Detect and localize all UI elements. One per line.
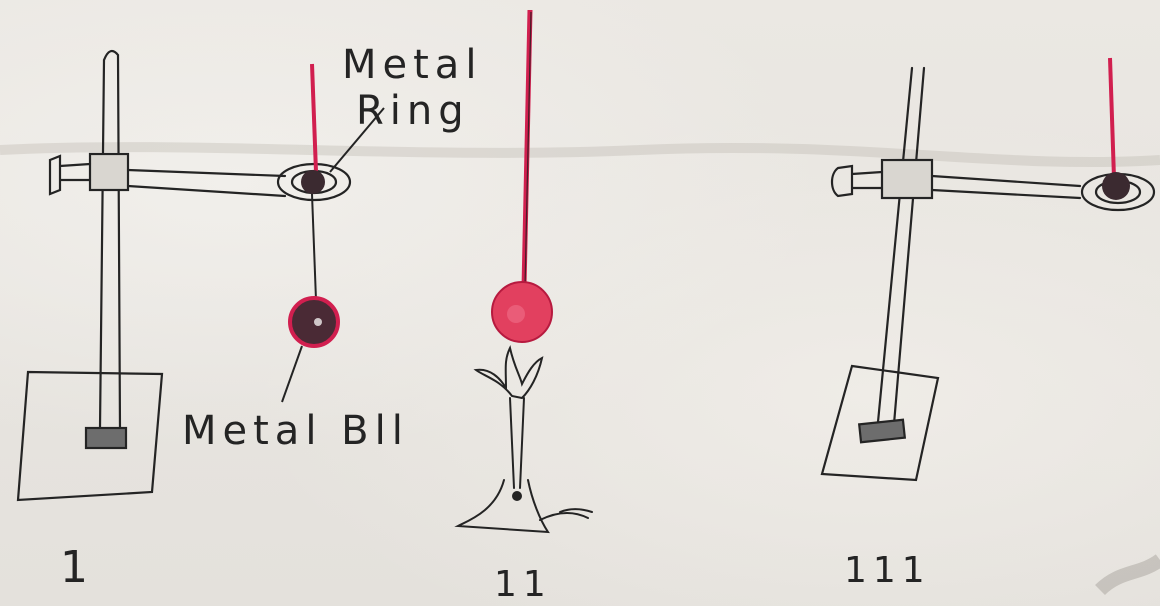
- paper-shadows: [0, 142, 1160, 596]
- clamp-1: [88, 152, 130, 192]
- stand-assembly-1: [16, 49, 352, 502]
- clamp-screw-1: [48, 154, 92, 196]
- pendulum-1: [288, 63, 340, 348]
- ring-pointer-line: [329, 107, 385, 173]
- clamp-3: [880, 158, 934, 200]
- metal-ball-3: [1102, 172, 1130, 200]
- pendulum-3: [1102, 57, 1130, 200]
- flame: [473, 345, 544, 400]
- figure-number-3: 111: [844, 550, 931, 591]
- rod-foot-1: [84, 426, 128, 450]
- base-plate-3: [820, 364, 940, 482]
- figure-number-1: 1: [60, 542, 94, 593]
- metal-ball-label: Metal Bll: [182, 408, 409, 454]
- wire-to-ball-1: [311, 193, 317, 301]
- bunsen-burner: [454, 345, 593, 534]
- red-string-2: [521, 9, 533, 289]
- red-string-1: [310, 63, 318, 173]
- rod-foot-3: [857, 418, 907, 444]
- vertical-rod-1: [98, 49, 122, 432]
- pendulum-2: [491, 9, 553, 343]
- metal-ring-label-line1: Metal: [342, 42, 482, 88]
- vertical-rod-3: [876, 66, 926, 426]
- stand-assembly-3: [820, 66, 1156, 482]
- clamp-screw-3: [830, 164, 884, 198]
- label-pointers: [281, 107, 385, 403]
- horizontal-arm-3: [930, 174, 1082, 200]
- gas-hose: [539, 508, 593, 521]
- horizontal-arm-1: [126, 168, 287, 198]
- ball-pointer-line: [281, 345, 303, 403]
- figure-number-2: 11: [494, 564, 552, 605]
- burner-base: [454, 479, 550, 534]
- burner-tube: [509, 397, 525, 489]
- metal-ring-label-line2: Ring: [356, 88, 470, 134]
- red-string-3: [1108, 57, 1116, 179]
- base-plate-1: [16, 370, 164, 502]
